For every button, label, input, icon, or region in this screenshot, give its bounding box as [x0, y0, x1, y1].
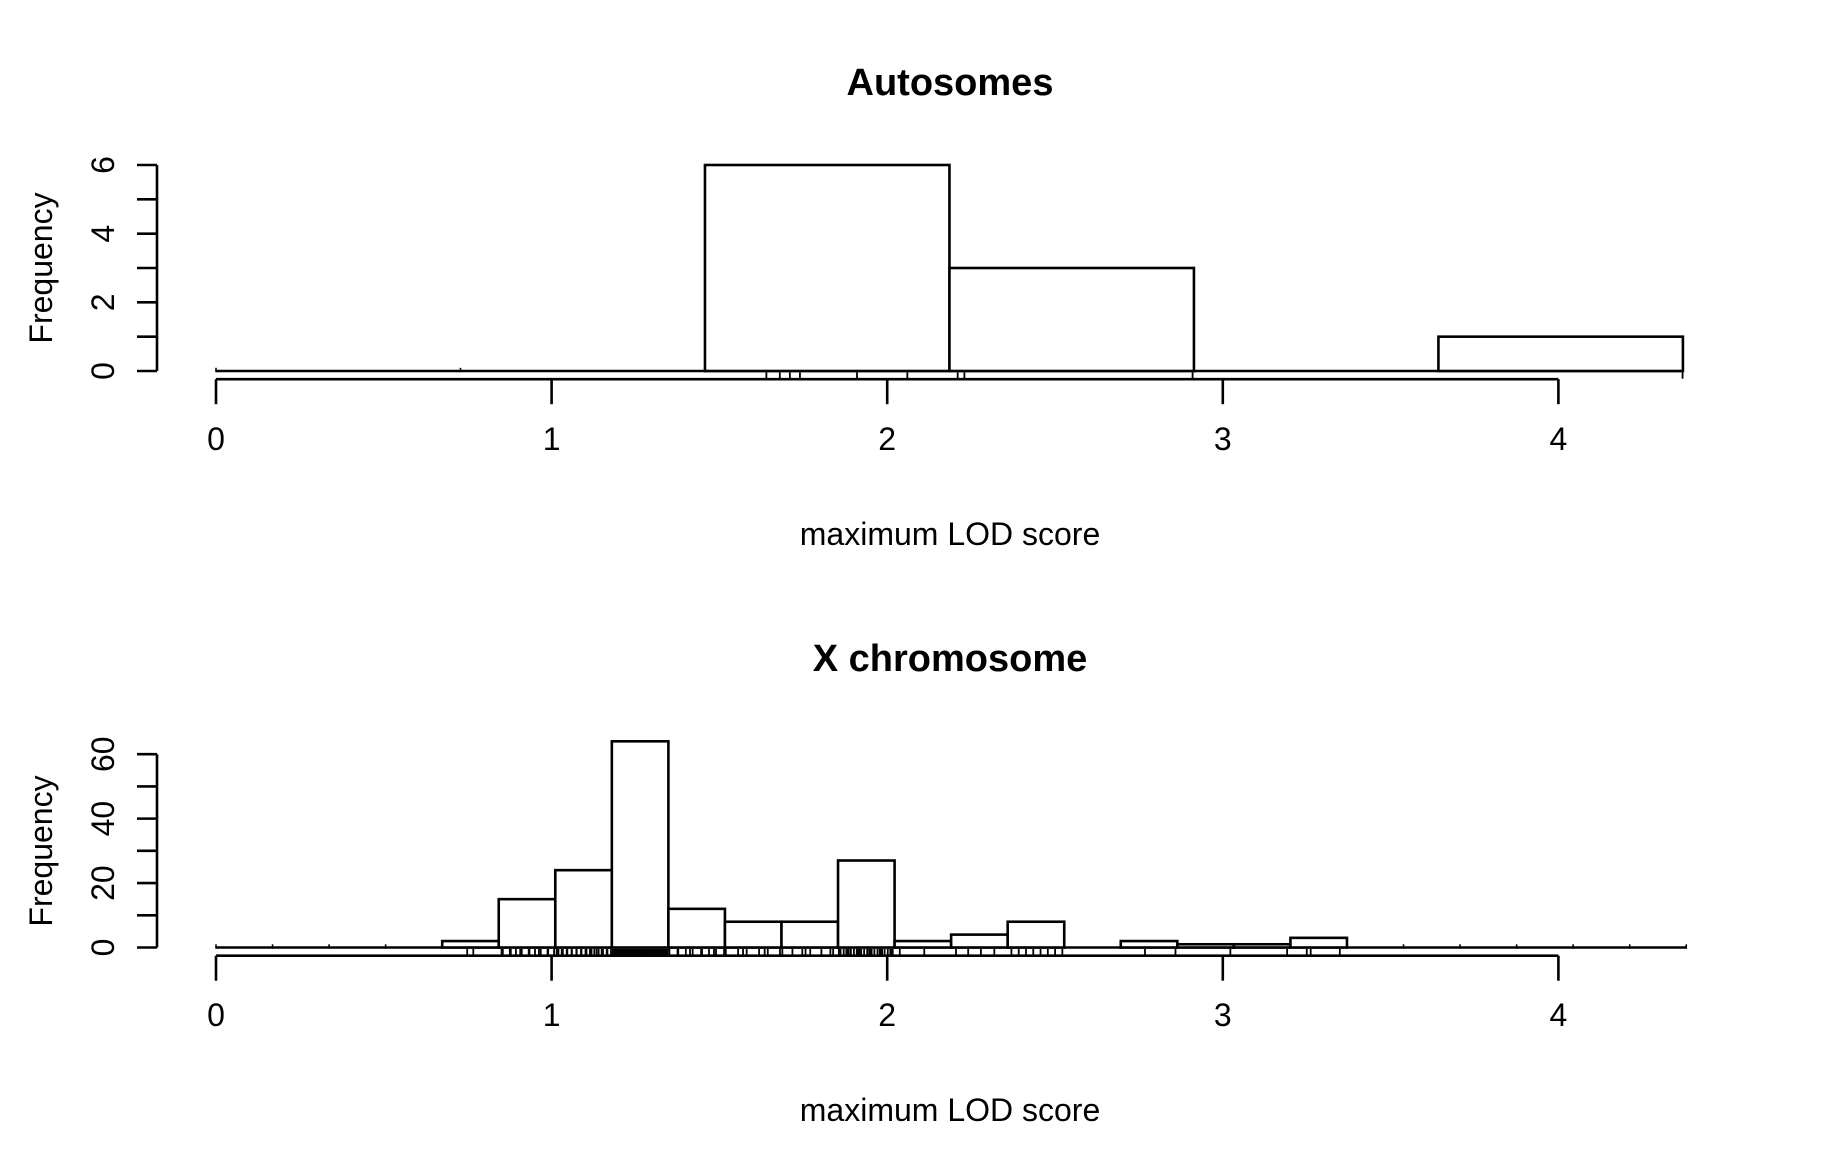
histogram-bar: [497, 897, 557, 949]
y-tick-label: 4: [85, 225, 121, 243]
plot-area-autosomes: 0 2 4 6 0 1 2 3 4: [85, 156, 1685, 457]
panel-autosomes: Autosomes maximum LOD score Frequency 0 2…: [23, 62, 1685, 552]
histogram-bar: [1232, 942, 1292, 949]
histogram-bar: [836, 859, 896, 949]
y-tick-label: 0: [85, 939, 121, 957]
x-tick-label: 0: [207, 421, 225, 457]
x-tick-label: 4: [1550, 421, 1568, 457]
y-tick-label: 60: [85, 736, 121, 772]
histogram-bar: [780, 920, 840, 949]
x-axis-label-x-chromosome: maximum LOD score: [800, 1092, 1101, 1128]
histogram-bar: [440, 939, 501, 949]
y-tick-label: 6: [85, 156, 121, 174]
x-tick-label: 1: [543, 997, 561, 1033]
y-tick-label: 0: [85, 362, 121, 380]
y-tick-label: 40: [85, 801, 121, 837]
y-axis-label-autosomes: Frequency: [23, 192, 59, 343]
histogram-bar: [1176, 942, 1236, 949]
histogram-bar: [1437, 335, 1685, 373]
chart-title-x-chromosome: X chromosome: [813, 638, 1088, 680]
histogram-bar: [1119, 939, 1179, 949]
x-tick-label: 3: [1214, 421, 1232, 457]
histogram-bar: [703, 163, 951, 373]
histogram-bar: [1289, 936, 1349, 949]
x-axis-label-autosomes: maximum LOD score: [800, 516, 1101, 552]
x-tick-label: 0: [207, 997, 225, 1033]
histogram-bar: [667, 907, 727, 949]
chart-title-autosomes: Autosomes: [847, 62, 1054, 104]
x-tick-label: 2: [878, 421, 896, 457]
histogram-bar: [949, 933, 1009, 949]
x-tick-label: 2: [878, 997, 896, 1033]
x-tick-label: 3: [1214, 997, 1232, 1033]
plot-area-x-chromosome: 0 20 40 60 0 1 2 3 4: [85, 736, 1688, 1033]
histogram-bar: [723, 920, 783, 949]
y-tick-label: 2: [85, 293, 121, 311]
histogram-bar: [1006, 920, 1066, 949]
histogram-bar: [610, 740, 670, 949]
x-tick-label: 4: [1550, 997, 1568, 1033]
panel-x-chromosome: X chromosome maximum LOD score Frequency…: [23, 638, 1688, 1128]
y-axis-label-x-chromosome: Frequency: [23, 775, 59, 926]
histogram-bar: [893, 939, 953, 949]
histogram-bar: [553, 868, 614, 949]
x-tick-label: 1: [543, 421, 561, 457]
y-tick-label: 20: [85, 865, 121, 901]
histogram-bar: [948, 266, 1196, 373]
